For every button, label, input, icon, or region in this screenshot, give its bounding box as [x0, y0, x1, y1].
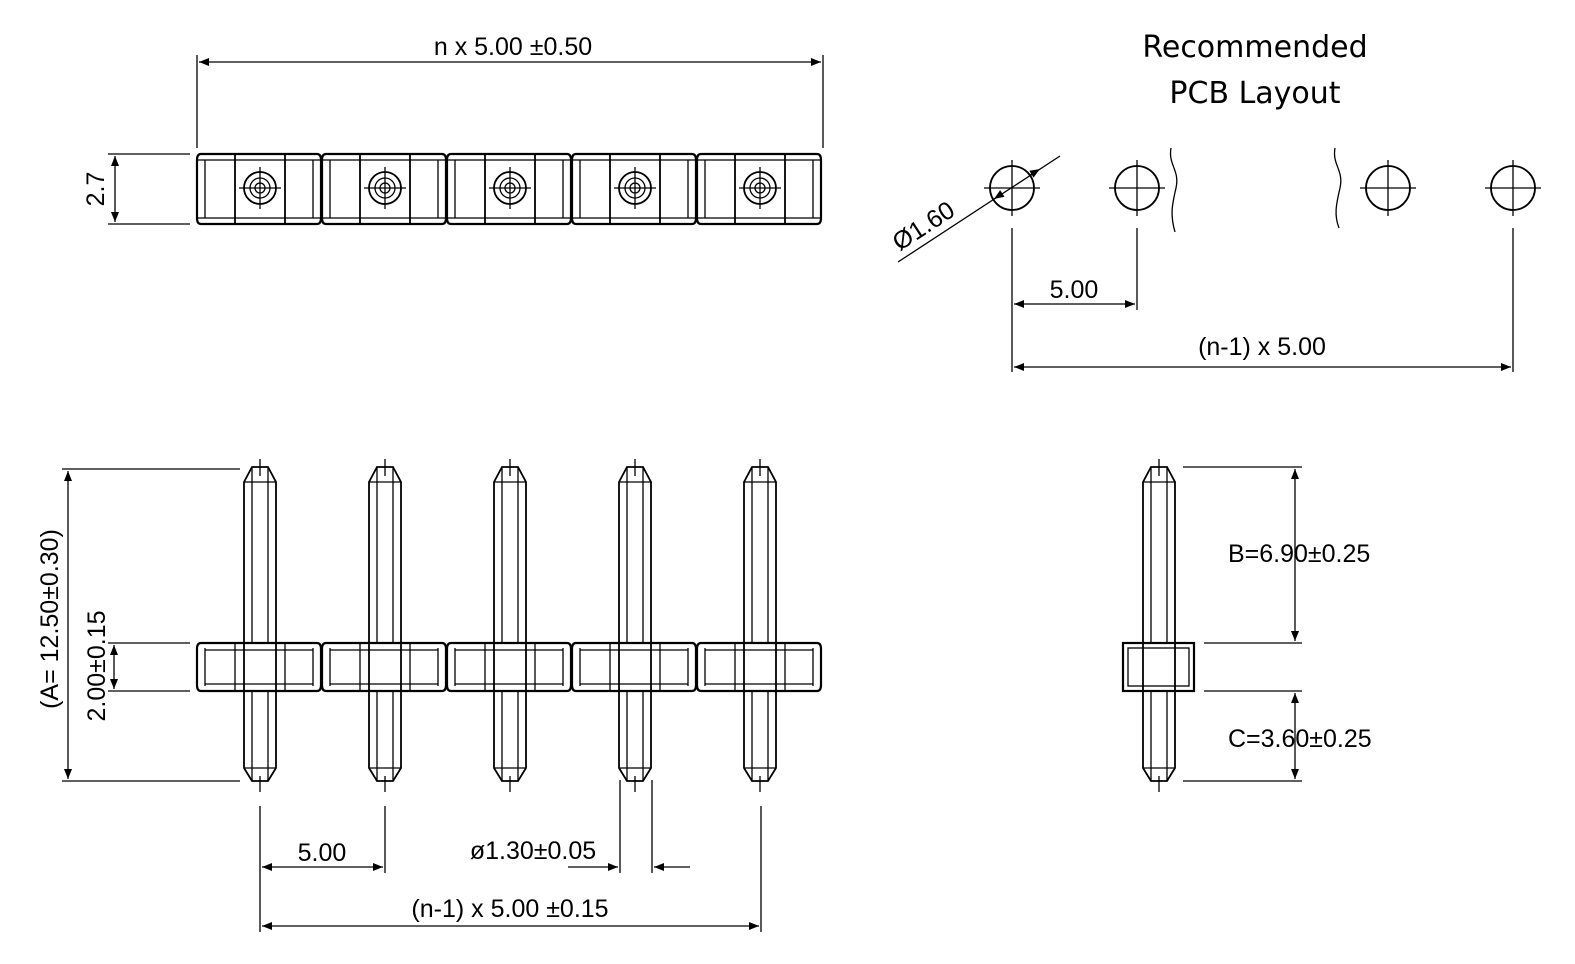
pcb-title-line1: Recommended: [1142, 30, 1367, 65]
top-view: n x 5.00 ±0.50 2.7: [82, 33, 824, 226]
side-pin: [1142, 459, 1176, 792]
break-mark: [1169, 147, 1178, 233]
body-segment: [320, 641, 448, 693]
side-body: [1121, 641, 1196, 693]
body-segment: [195, 641, 323, 693]
overall-length-label: n x 5.00 ±0.50: [434, 33, 592, 61]
front-view: (A= 12.50±0.30) 2.00±0.15 5.00 ø1.30±0.0…: [36, 459, 823, 932]
pin: [493, 459, 527, 792]
total-length-label: (A= 12.50±0.30): [36, 529, 64, 709]
front-span-label: (n-1) x 5.00 ±0.15: [411, 895, 608, 923]
header-segment: [570, 152, 698, 226]
header-segment: [695, 152, 823, 226]
break-mark: [1333, 147, 1342, 229]
pcb-hole: [1360, 160, 1416, 216]
pcb-span-label: (n-1) x 5.00: [1198, 333, 1326, 361]
pcb-hole: [1109, 160, 1165, 216]
pin-diameter-label: ø1.30±0.05: [470, 837, 596, 865]
hole-diameter-label: Ø1.60: [887, 196, 959, 257]
pin-row: [243, 459, 777, 792]
header-segment: [320, 152, 448, 226]
pcb-layout-view: Recommended PCB Layout Ø1: [887, 30, 1541, 372]
header-body: [195, 152, 823, 226]
height-label: 2.7: [82, 172, 110, 207]
upper-pin-label: B=6.90±0.25: [1228, 540, 1370, 568]
lower-pin-label: C=3.60±0.25: [1228, 725, 1372, 753]
header-segment: [445, 152, 573, 226]
header-body-front: [195, 641, 823, 693]
pcb-title-line2: PCB Layout: [1169, 76, 1340, 111]
header-segment: [195, 152, 323, 226]
pcb-pitch-label: 5.00: [1050, 276, 1099, 304]
pin: [368, 459, 402, 792]
body-height-label: 2.00±0.15: [83, 610, 111, 721]
pin: [243, 459, 277, 792]
pin: [618, 459, 652, 792]
side-view: B=6.90±0.25 C=3.60±0.25: [1121, 459, 1372, 792]
body-segment: [570, 641, 698, 693]
pin: [743, 459, 777, 792]
front-pitch-label: 5.00: [298, 839, 347, 867]
body-segment: [695, 641, 823, 693]
body-segment: [445, 641, 573, 693]
pcb-hole: [1485, 160, 1541, 216]
